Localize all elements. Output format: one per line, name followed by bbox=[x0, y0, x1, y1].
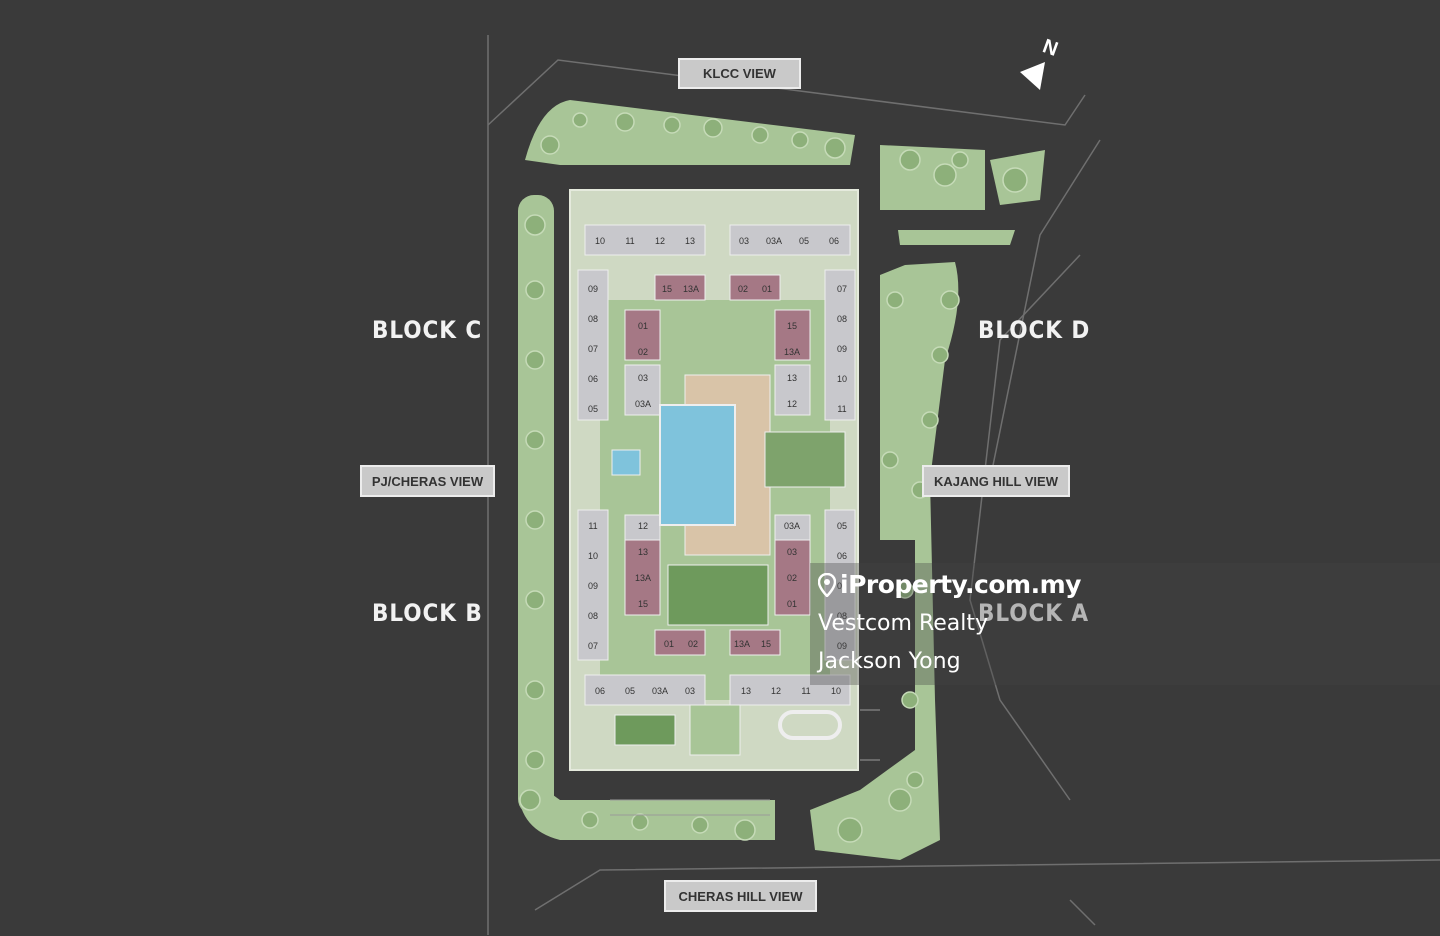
unit-number: 15 bbox=[662, 284, 672, 294]
unit-number: 12 bbox=[638, 521, 648, 531]
unit-number: 03A bbox=[784, 521, 800, 531]
unit-number: 03 bbox=[787, 547, 797, 557]
basketball-court bbox=[614, 714, 676, 746]
view-tag-west: PJ/CHERAS VIEW bbox=[360, 465, 495, 497]
unit-number: 09 bbox=[588, 581, 598, 591]
amenities bbox=[611, 374, 846, 756]
location-pin-icon bbox=[818, 572, 836, 597]
unit-number: 02 bbox=[738, 284, 748, 294]
unit-number: 07 bbox=[837, 581, 847, 591]
watermark-agent: Jackson Yong bbox=[818, 649, 961, 674]
block-label-a: BLOCK A bbox=[978, 599, 1089, 627]
unit-number: 06 bbox=[837, 551, 847, 561]
block-d bbox=[729, 224, 856, 421]
unit-number: 02 bbox=[688, 639, 698, 649]
compass-label: N bbox=[1040, 35, 1061, 61]
unit-number: 13 bbox=[741, 686, 751, 696]
unit-number: 05 bbox=[588, 404, 598, 414]
unit-number: 10 bbox=[588, 551, 598, 561]
block-label-d: BLOCK D bbox=[978, 316, 1091, 344]
trees bbox=[519, 112, 1028, 843]
unit-number: 03 bbox=[739, 236, 749, 246]
unit-number: 05 bbox=[837, 521, 847, 531]
north-arrow-icon: N bbox=[1020, 35, 1061, 90]
unit-number: 11 bbox=[801, 686, 810, 696]
unit-number: 06 bbox=[595, 686, 605, 696]
unit-number: 15 bbox=[761, 639, 771, 649]
unit-number: 10 bbox=[831, 686, 841, 696]
unit-number: 09 bbox=[837, 344, 847, 354]
unit-number: 13 bbox=[685, 236, 695, 246]
unit-number: 13A bbox=[635, 573, 651, 583]
watermark-agency: Vestcom Realty bbox=[818, 611, 989, 636]
tennis-courts bbox=[764, 431, 846, 488]
unit-number: 10 bbox=[837, 374, 847, 384]
unit-number: 07 bbox=[588, 641, 598, 651]
watermark-brand-text: iProperty.com.my bbox=[840, 570, 1081, 599]
unit-number: 01 bbox=[664, 639, 674, 649]
unit-number: 13A bbox=[683, 284, 699, 294]
jogging-track bbox=[778, 710, 842, 740]
unit-number: 10 bbox=[595, 236, 605, 246]
unit-number: 13A bbox=[734, 639, 750, 649]
block-a bbox=[729, 509, 856, 706]
unit-number: 15 bbox=[787, 321, 797, 331]
kids-pool bbox=[611, 449, 641, 476]
unit-number: 03 bbox=[685, 686, 695, 696]
unit-number: 11 bbox=[837, 404, 846, 414]
futsal-court bbox=[689, 704, 741, 756]
unit-number: 08 bbox=[837, 314, 847, 324]
unit-number: 03 bbox=[638, 373, 648, 383]
unit-number: 03A bbox=[652, 686, 668, 696]
block-c bbox=[577, 224, 706, 421]
football-field bbox=[667, 564, 769, 626]
unit-number: 09 bbox=[588, 284, 598, 294]
unit-number: 15 bbox=[638, 599, 648, 609]
unit-number: 01 bbox=[762, 284, 772, 294]
unit-number: 08 bbox=[588, 611, 598, 621]
block-label-b: BLOCK B bbox=[372, 599, 483, 627]
unit-number: 01 bbox=[787, 599, 797, 609]
unit-number: 02 bbox=[787, 573, 797, 583]
unit-number: 06 bbox=[829, 236, 839, 246]
block-b bbox=[577, 509, 706, 706]
unit-number: 05 bbox=[799, 236, 809, 246]
unit-number: 07 bbox=[588, 344, 598, 354]
unit-number: 12 bbox=[787, 399, 797, 409]
parking-stalls bbox=[610, 709, 880, 816]
unit-number: 07 bbox=[837, 284, 847, 294]
unit-number: 02 bbox=[638, 347, 648, 357]
block-label-c: BLOCK C bbox=[372, 316, 483, 344]
unit-number: 13 bbox=[787, 373, 797, 383]
watermark-band bbox=[810, 563, 1440, 685]
unit-number: 08 bbox=[588, 314, 598, 324]
unit-number: 03A bbox=[766, 236, 782, 246]
unit-number: 03A bbox=[635, 399, 651, 409]
swimming-pool bbox=[659, 404, 736, 526]
unit-number: 12 bbox=[771, 686, 781, 696]
unit-number: 05 bbox=[625, 686, 635, 696]
unit-number: 12 bbox=[655, 236, 665, 246]
unit-number: 06 bbox=[588, 374, 598, 384]
view-tag-south: CHERAS HILL VIEW bbox=[664, 880, 817, 912]
unit-number: 08 bbox=[837, 611, 847, 621]
watermark-brand: iProperty.com.my bbox=[818, 570, 1081, 599]
unit-number: 01 bbox=[638, 321, 648, 331]
unit-number: 13A bbox=[784, 347, 800, 357]
unit-number: 11 bbox=[625, 236, 634, 246]
view-tag-east: KAJANG HILL VIEW bbox=[922, 465, 1070, 497]
unit-number: 13 bbox=[638, 547, 648, 557]
unit-number: 09 bbox=[837, 641, 847, 651]
view-tag-north: KLCC VIEW bbox=[678, 58, 801, 89]
unit-number: 11 bbox=[588, 521, 597, 531]
